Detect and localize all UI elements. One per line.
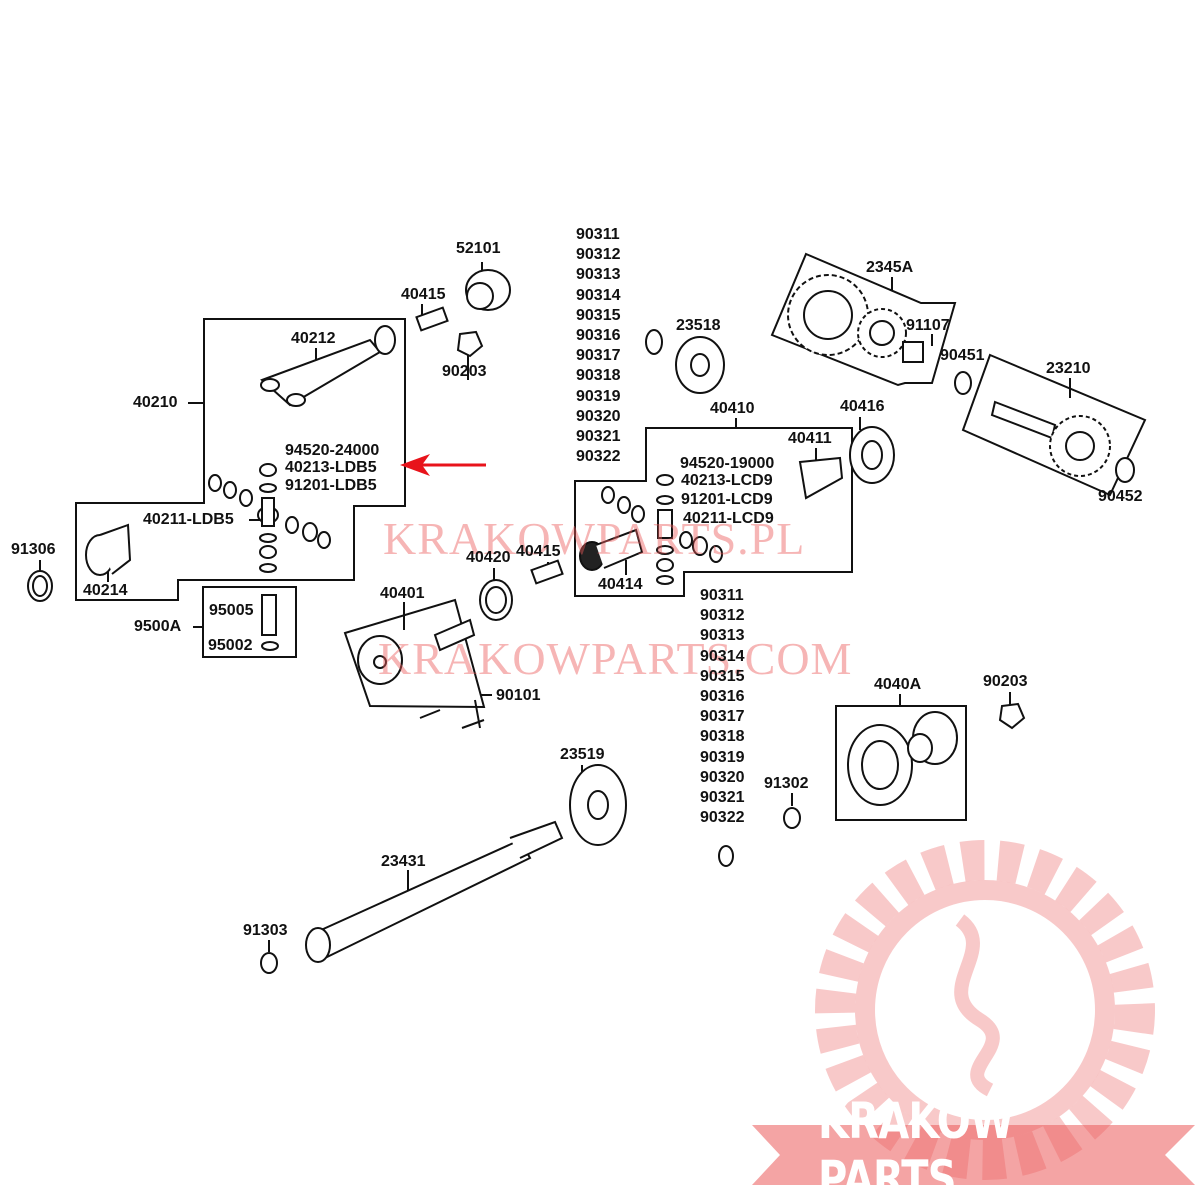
part-label: 90451 [940,347,985,364]
part-label: 91302 [764,775,809,792]
part-label: 90101 [496,687,541,704]
part-label: 91303 [243,922,288,939]
watermark-com: KRAKOWPARTS.COM [378,633,853,684]
part-label: 40410 [710,400,755,417]
part-label: 40210 [133,394,178,411]
part-label: 40211-LCD9 [683,510,774,527]
part-label: 40213-LCD9 [681,472,773,489]
part-label: 40213-LDB5 [285,459,377,476]
part-label: 91201-LCD9 [681,491,773,508]
shim-part-number: 90311 [576,226,620,243]
part-label: 40415 [401,286,446,303]
shim-part-number: 90314 [700,647,745,665]
part-label: 95002 [208,637,253,654]
part-label: 90203 [442,363,487,380]
shim-part-number: 90316 [700,688,745,706]
shim-part-number: 90318 [576,367,621,385]
part-label: 40414 [598,576,643,593]
shim-part-number: 90319 [576,387,621,405]
shim-part-number: 90321 [576,428,621,446]
part-label: 94520-19000 [680,455,775,472]
logo-text: KRAKOW PARTS [818,1092,1014,1200]
shim-column-1: 90311 90312 90313 90314 90315 90316 90317 90318… [576,225,621,467]
shim-part-number: 90312 [700,607,745,625]
part-label: 95005 [209,602,254,619]
shim-part-number: 90312 [576,246,621,264]
part-label: 40401 [380,585,425,602]
shim-part-number: 90317 [576,347,621,365]
part-label: 23518 [676,317,721,334]
part-label: 40415 [516,543,561,560]
shim-part-number: 90316 [576,327,621,345]
box-40401 [343,598,486,709]
part-label: 23210 [1046,360,1091,377]
box-40210 [75,318,406,601]
shim-part-number: 90311 [700,587,744,604]
part-shapes [27,269,1135,974]
shim-part-number: 90322 [576,448,621,466]
part-label: 40411 [788,430,832,447]
part-label: 40211-LDB5 [143,511,234,528]
part-label: 40420 [466,549,511,566]
shim-part-number: 90315 [700,667,745,685]
shim-part-number: 90319 [700,748,745,766]
part-label: 91201-LDB5 [285,477,377,494]
box-9500A [202,586,297,658]
shim-part-number: 90322 [700,809,745,827]
part-label: 2345A [866,259,914,276]
red-arrow-indicator [400,454,486,476]
box-2345A [770,252,957,387]
box-40410 [574,427,853,597]
part-label: 23519 [560,746,605,763]
krakow-parts-logo [752,840,1195,1185]
part-label: 94520-24000 [285,442,380,459]
shim-part-number: 90320 [700,768,745,786]
shim-part-number: 90318 [700,728,745,746]
part-label: 40214 [83,582,128,599]
shim-part-number: 90313 [576,266,621,284]
shim-part-number: 90320 [576,407,621,425]
shim-part-number: 90315 [576,306,621,324]
part-label: 91107 [906,317,950,334]
shim-part-number: 90317 [700,708,745,726]
shim-part-number: 90313 [700,627,745,645]
part-label: 4040A [874,676,922,693]
part-label: 40212 [291,330,336,347]
part-label: 90203 [983,673,1028,690]
shim-part-number: 90314 [576,286,621,304]
part-label: 91306 [11,541,56,558]
watermark-pl: KRAKOWPARTS.PL [383,513,806,564]
part-label: 52101 [456,240,501,257]
box-23210 [961,353,1147,497]
shim-part-number: 90321 [700,789,745,807]
part-label: 23431 [381,853,426,870]
shim-column-2: 90311 90312 90313 90314 90315 90316 90317 90318… [700,586,745,828]
part-label: 9500A [134,618,182,635]
part-label: 90452 [1098,488,1143,505]
part-label: 40416 [840,398,885,415]
